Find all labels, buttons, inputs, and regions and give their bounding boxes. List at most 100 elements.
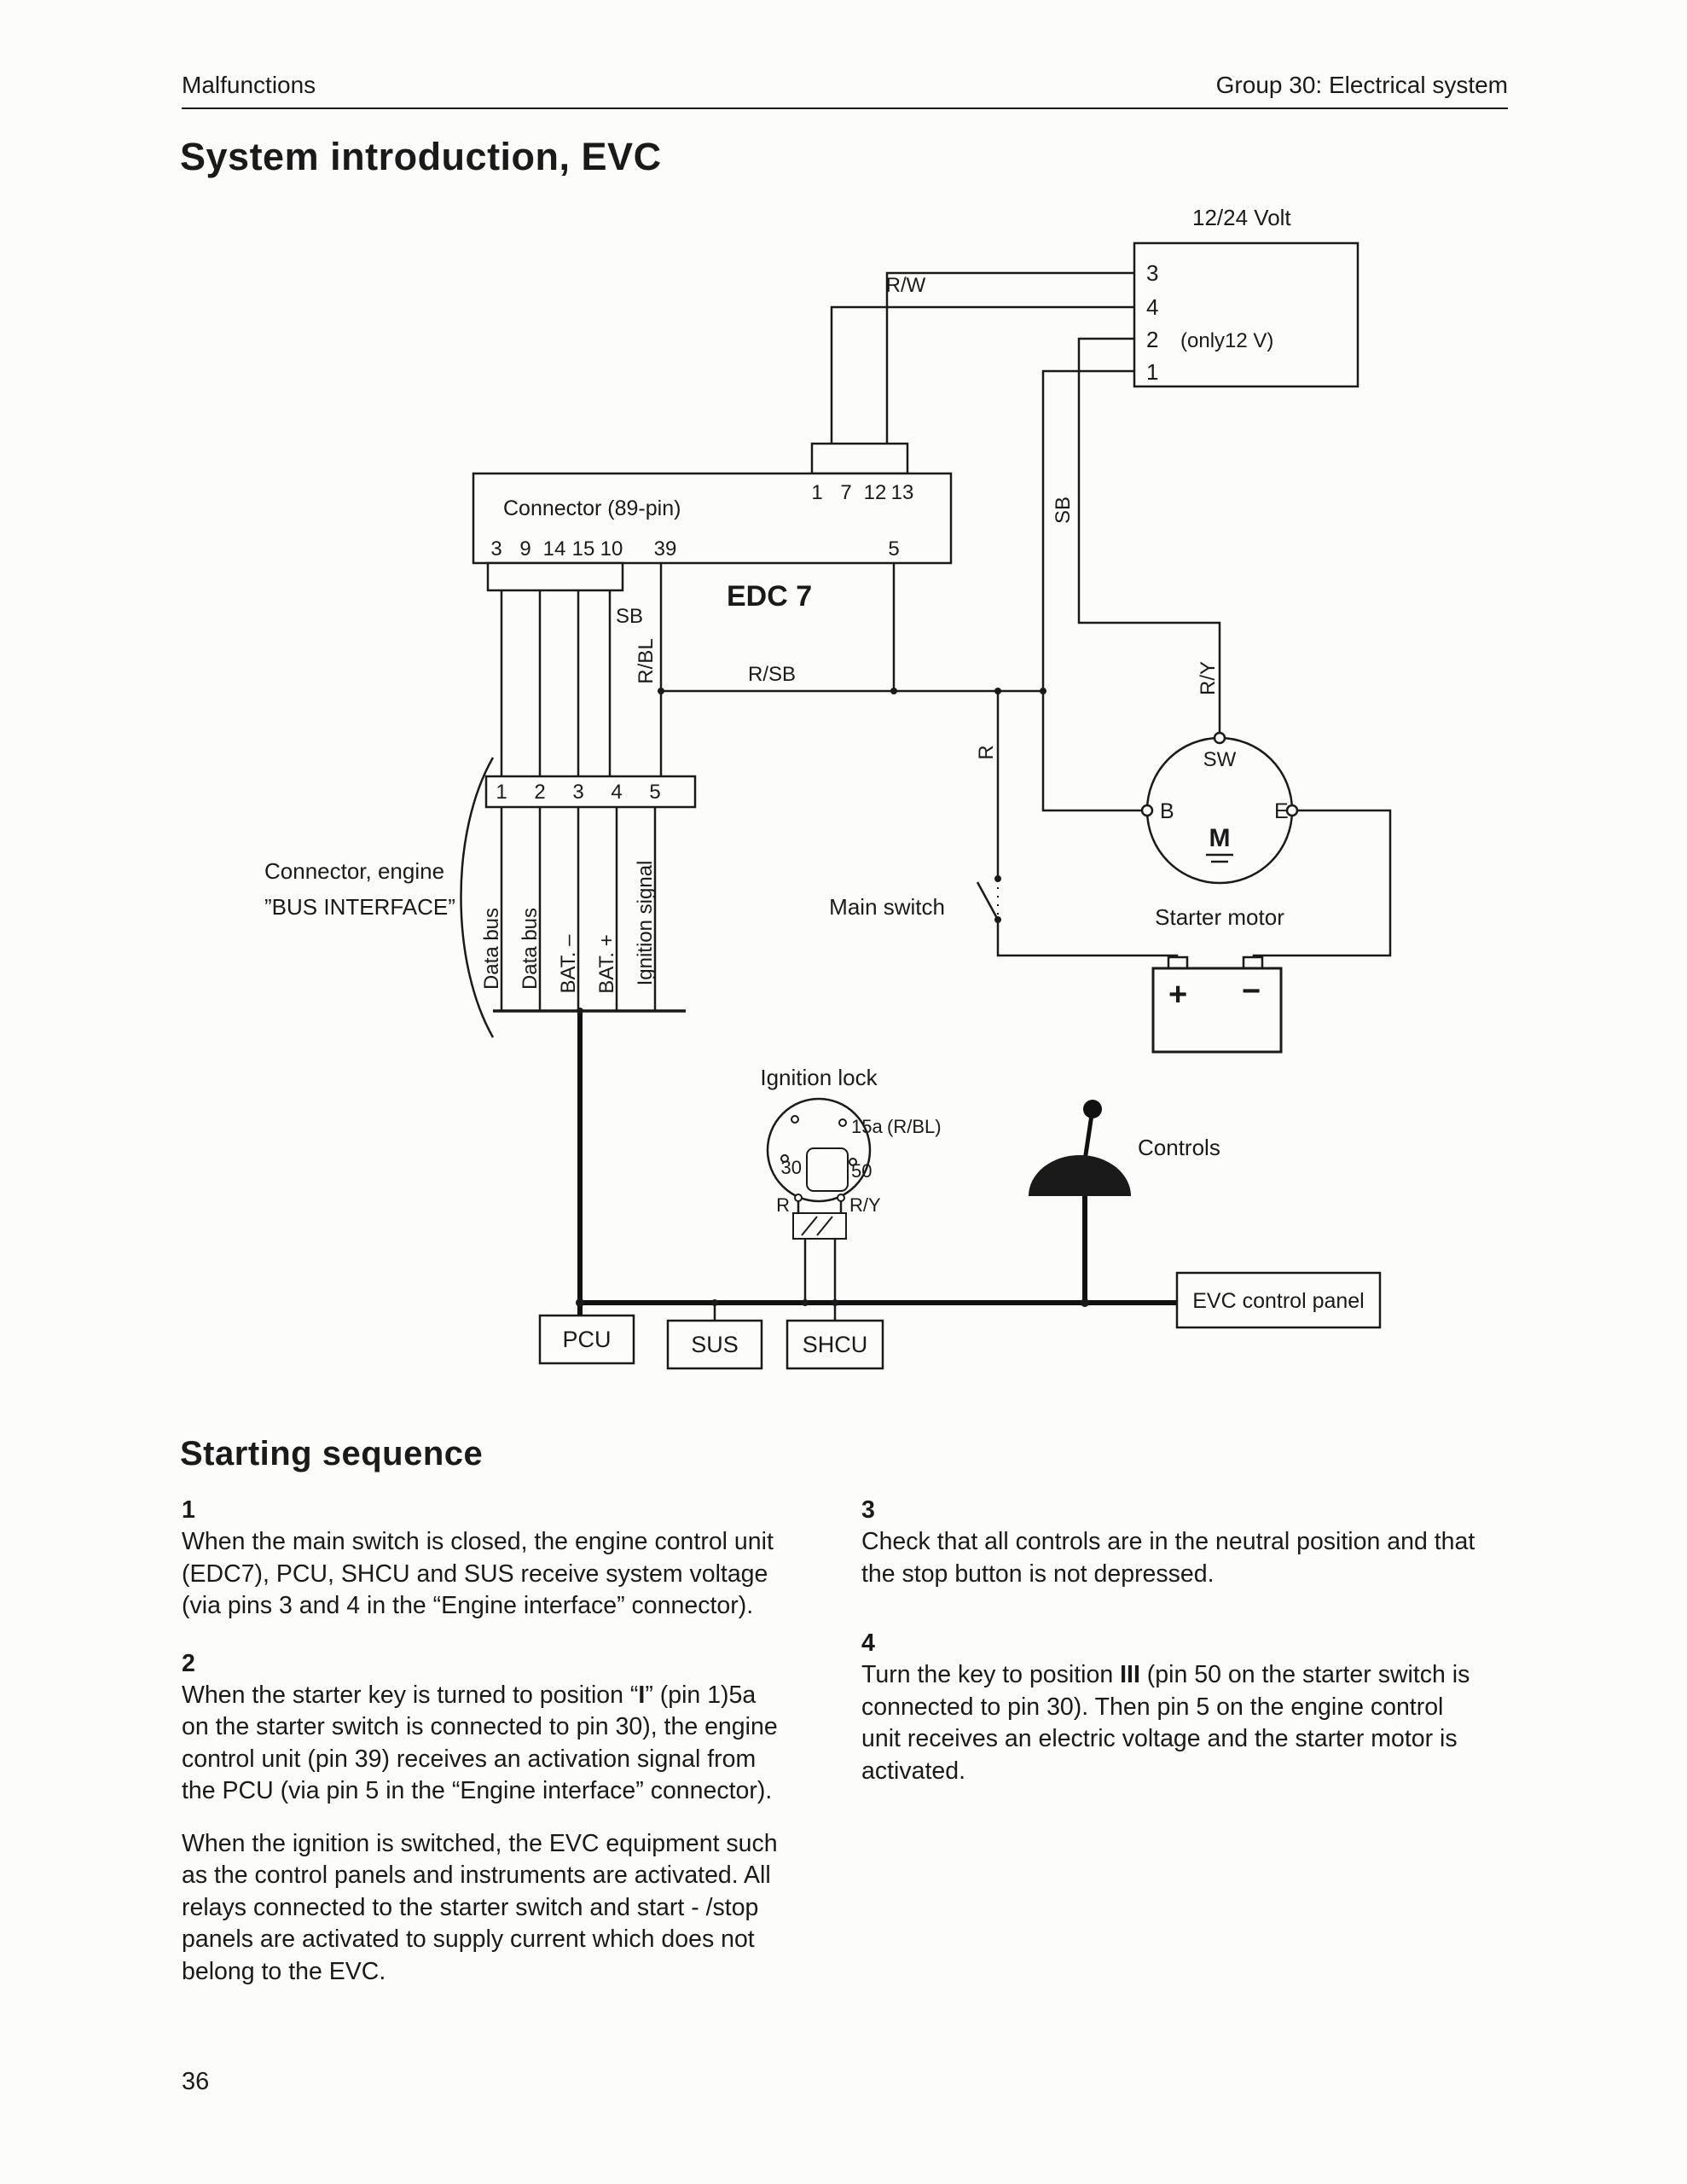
- step-text-1: When the main switch is closed, the engi…: [182, 1528, 774, 1619]
- header-left: Malfunctions: [182, 72, 316, 98]
- edc-connector-label: Connector (89-pin): [503, 497, 681, 520]
- signal-ignition: Ignition signal: [634, 861, 657, 986]
- evc-wiring-diagram: 12/24 Volt 3 4 2 (only12 V) 1 1 7 12 13 …: [264, 205, 1392, 1370]
- battery-terminal-plus: [1167, 956, 1189, 970]
- battery-plus-label: +: [1168, 977, 1187, 1013]
- lock-terminal-15a: 15a: [851, 1116, 883, 1137]
- lock-terminal-30: 30: [781, 1157, 802, 1178]
- starter-e-label: E: [1274, 799, 1289, 823]
- bus-pin-4: 4: [611, 781, 622, 804]
- starting-sequence-columns: 1 When the main switch is closed, the en…: [182, 1495, 1510, 1988]
- controls-label: Controls: [1138, 1135, 1220, 1160]
- lock-wire-ry: R/Y: [849, 1194, 881, 1216]
- main-switch: Main switch: [829, 875, 1001, 923]
- edc-bottom-pin-14: 14: [543, 537, 566, 561]
- edc-bottom-pin-9: 9: [519, 537, 530, 561]
- power-pin-2: 2: [1146, 327, 1158, 352]
- wires-thin: [493, 271, 1392, 1321]
- starter-motor: SW B E M Starter motor: [1140, 731, 1299, 930]
- power-box-title: 12/24 Volt: [1192, 205, 1291, 230]
- edc-bottom-pin-15: 15: [572, 537, 595, 561]
- engine-connector-label-1: Connector, engine: [264, 858, 444, 884]
- junction-dots: [576, 688, 1089, 1307]
- starter-terminal-b: [1140, 804, 1154, 817]
- header-right: Group 30: Electrical system: [1215, 72, 1508, 98]
- signal-bat-plus: BAT. +: [595, 934, 618, 994]
- wires-thick: [577, 1011, 1177, 1316]
- shcu-label: SHCU: [803, 1332, 868, 1357]
- edc-bottom-pin-5: 5: [888, 537, 899, 561]
- wire-label-sb-left: SB: [616, 605, 643, 628]
- lock-cylinder: [806, 1147, 849, 1192]
- pcu-label: PCU: [562, 1327, 611, 1352]
- edc-top-pin-12: 12: [864, 481, 887, 504]
- starter-sw-label: SW: [1203, 748, 1237, 771]
- evc-control-panel: EVC control panel: [1175, 1271, 1382, 1329]
- wire-label-r: R: [975, 745, 998, 759]
- battery: + −: [1151, 956, 1283, 1054]
- step-number-4: 4: [861, 1629, 875, 1657]
- edc-top-pin-13: 13: [891, 481, 914, 504]
- starter-b-label: B: [1160, 799, 1174, 823]
- main-switch-label: Main switch: [829, 894, 945, 920]
- wire-label-sb-right: SB: [1052, 497, 1075, 524]
- signal-bat-minus: BAT. –: [557, 934, 580, 994]
- step-text-4: Turn the key to position III (pin 50 on …: [861, 1659, 1475, 1787]
- wire-label-rw: R/W: [886, 274, 926, 297]
- starter-motor-label: Starter motor: [1155, 904, 1284, 930]
- battery-minus-label: −: [1242, 973, 1261, 1009]
- ground-symbol: [1206, 853, 1233, 863]
- edc-bottom-pin-39: 39: [654, 537, 677, 561]
- step-number-3: 3: [861, 1496, 875, 1524]
- wire-label-ry: R/Y: [1197, 661, 1220, 695]
- ignition-lock: Ignition lock 15a (R/BL) 30 50 R R/Y: [760, 1065, 942, 1240]
- page-title: System introduction, EVC: [180, 135, 662, 178]
- bus-pin-1: 1: [496, 781, 507, 804]
- page-header: Malfunctions Group 30: Electrical system: [182, 72, 1508, 99]
- evc-panel-label: EVC control panel: [1192, 1289, 1365, 1313]
- power-pin-3: 3: [1146, 260, 1158, 286]
- power-pin-4: 4: [1146, 294, 1158, 320]
- edc-top-pin-1: 1: [811, 481, 822, 504]
- step-number-2: 2: [182, 1649, 195, 1677]
- controls-lever: Controls: [1029, 1100, 1220, 1196]
- edc-bottom-pin-10: 10: [600, 537, 623, 561]
- switch-blade: [976, 881, 1000, 921]
- engine-connector-label-2: ”BUS INTERFACE”: [264, 894, 455, 920]
- page-number: 36: [182, 2068, 210, 2095]
- step-2-pre: When the starter key is turned to positi…: [182, 1681, 639, 1709]
- column-right: 3 Check that all controls are in the neu…: [861, 1495, 1475, 1988]
- lock-key-body: [792, 1212, 847, 1240]
- sus-label: SUS: [691, 1332, 739, 1357]
- lock-wire-r: R: [776, 1194, 790, 1216]
- bus-pin-5: 5: [649, 781, 660, 804]
- step-4-post: (pin 50 on the starter switch is connect…: [861, 1661, 1470, 1785]
- edc-bottom-pin-3: 3: [490, 537, 501, 561]
- step-4-pre: Turn the key to position: [861, 1661, 1121, 1688]
- starter-terminal-sw: [1213, 731, 1226, 745]
- step-2-post: ” (pin 1)5a on the starter switch is con…: [182, 1681, 778, 1805]
- starter-m-label: M: [1209, 824, 1231, 852]
- connector-bracket: [460, 757, 495, 1038]
- step-2-bold: I: [638, 1681, 646, 1709]
- edc-connector: 1 7 12 13 Connector (89-pin) 3 9 14 15 1…: [472, 442, 953, 613]
- lever-base: [1029, 1155, 1131, 1196]
- edc-top-pin-7: 7: [840, 481, 851, 504]
- signal-data-bus-2: Data bus: [519, 908, 542, 990]
- pcu-box: [538, 1314, 635, 1365]
- power-box: 12/24 Volt 3 4 2 (only12 V) 1: [1133, 205, 1359, 388]
- control-units: PCU SUS SHCU: [538, 1314, 884, 1370]
- step-text-2: When the starter key is turned to positi…: [182, 1680, 783, 1808]
- lock-terminal-50: 50: [851, 1160, 872, 1182]
- shcu-box: [786, 1319, 884, 1370]
- power-pin-2-note: (only12 V): [1180, 329, 1273, 352]
- edc-name: EDC 7: [727, 580, 812, 613]
- battery-terminal-minus: [1242, 956, 1264, 970]
- ignition-lock-label: Ignition lock: [760, 1065, 878, 1090]
- step-text-3: Check that all controls are in the neutr…: [861, 1528, 1475, 1588]
- bus-pin-3: 3: [572, 781, 583, 804]
- step-text-2b: When the ignition is switched, the EVC e…: [182, 1829, 778, 1985]
- starter-terminal-e: [1285, 804, 1299, 817]
- wire-labels: R/W SB R/BL R/SB SB R/Y R: [616, 274, 1220, 760]
